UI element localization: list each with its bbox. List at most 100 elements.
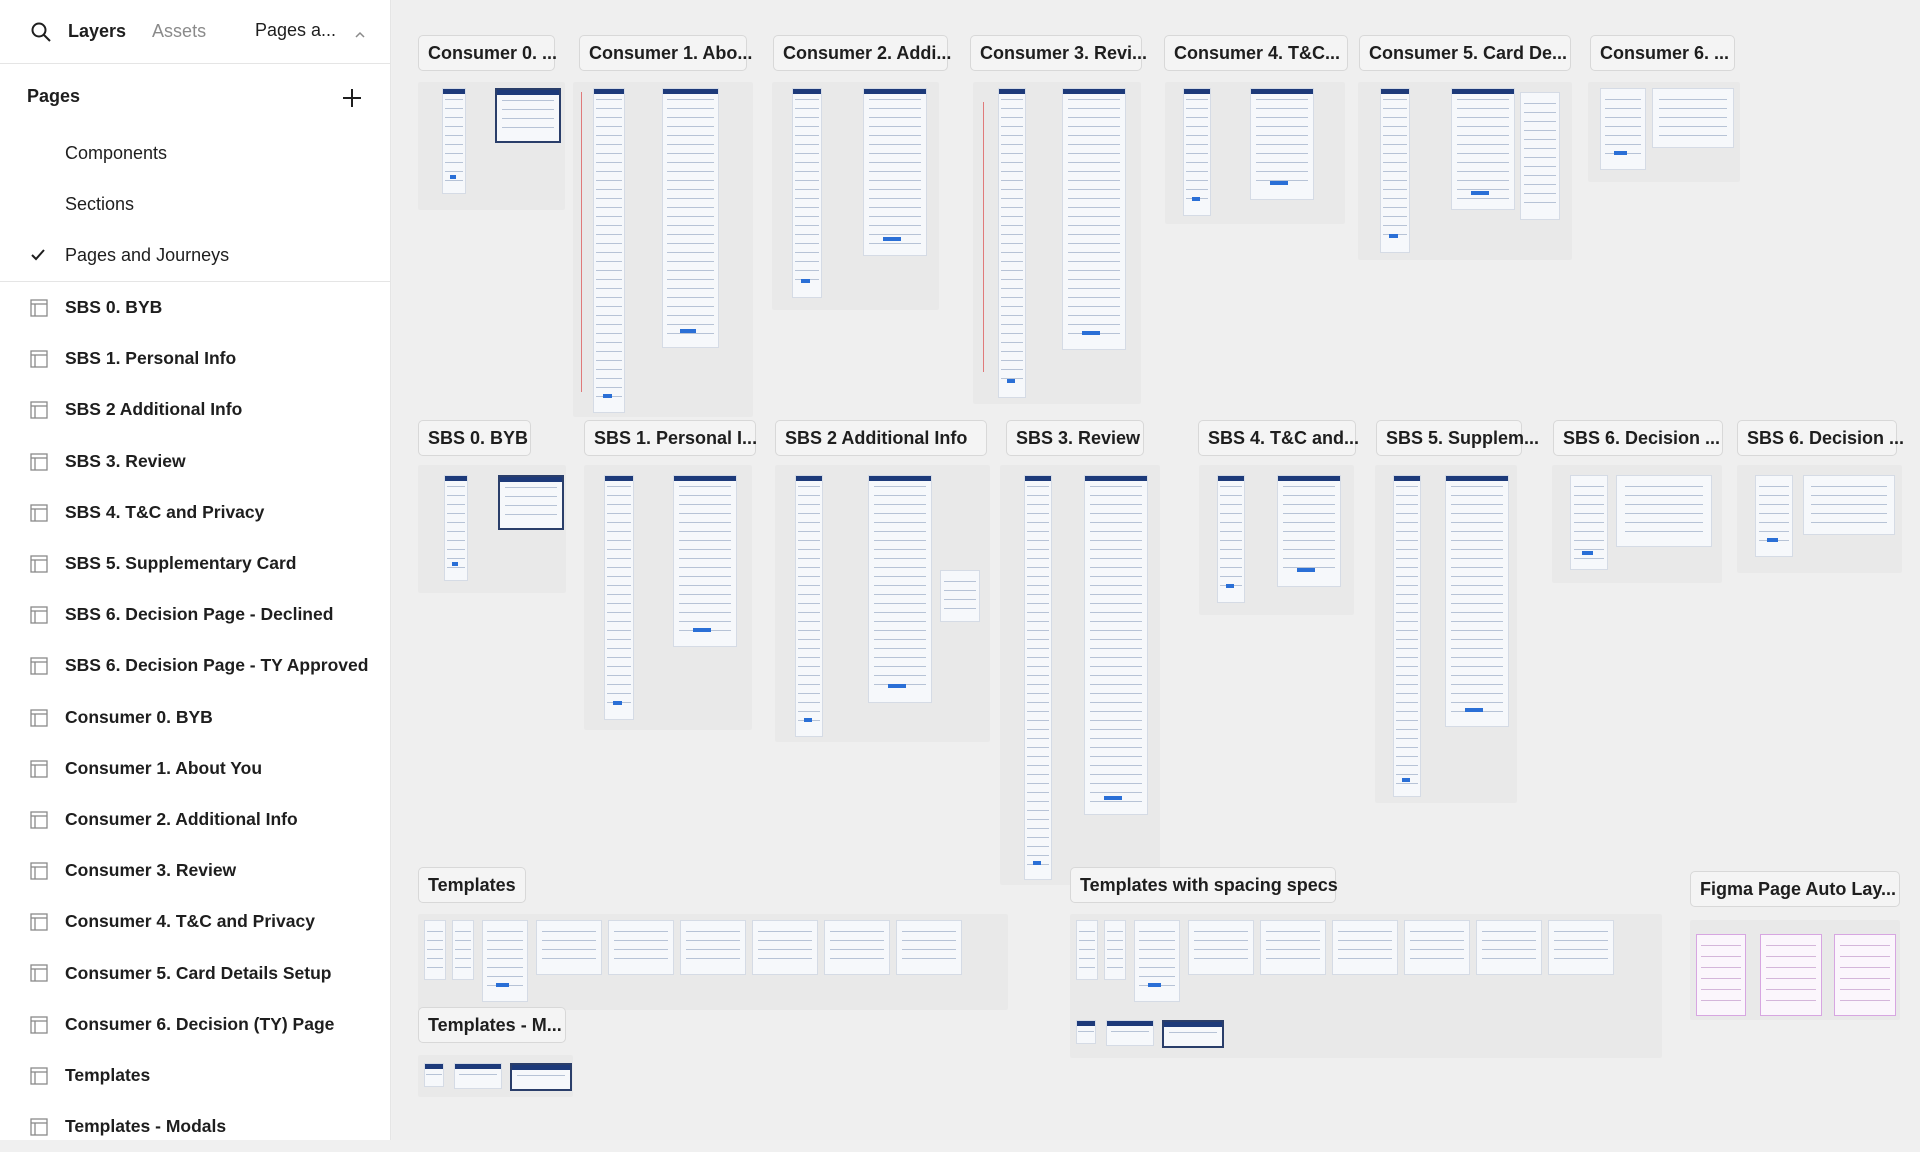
section-consumer-1[interactable]	[573, 82, 753, 417]
frame-thumbnail[interactable]	[608, 920, 674, 975]
page-item-sections[interactable]: Sections	[0, 179, 390, 230]
frame-thumbnail[interactable]	[1760, 934, 1822, 1016]
frame-thumbnail[interactable]	[1404, 920, 1470, 975]
section-figma-auto-layout[interactable]	[1690, 920, 1900, 1020]
layer-item[interactable]: Consumer 1. About You	[0, 743, 390, 794]
frame-thumbnail[interactable]	[1277, 475, 1341, 587]
frame-thumbnail[interactable]	[1106, 1020, 1154, 1046]
section-sbs-3[interactable]	[1000, 465, 1160, 885]
section-label[interactable]: Consumer 3. Revi...	[970, 35, 1147, 71]
frame-thumbnail[interactable]	[454, 1063, 502, 1089]
design-canvas[interactable]: Consumer 0. ... Consumer 1. Abo... Consu…	[392, 0, 1920, 1140]
frame-thumbnail[interactable]	[680, 920, 746, 975]
section-consumer-0[interactable]	[418, 82, 565, 210]
frame-thumbnail[interactable]	[1188, 920, 1254, 975]
page-item-components[interactable]: Components	[0, 128, 390, 179]
section-templates-spacing[interactable]	[1070, 914, 1662, 1058]
section-label[interactable]: Consumer 6. ...	[1590, 35, 1735, 71]
frame-thumbnail[interactable]	[1162, 1020, 1224, 1048]
frame-thumbnail[interactable]	[1217, 475, 1245, 603]
frame-thumbnail[interactable]	[1520, 92, 1560, 220]
frame-thumbnail[interactable]	[792, 88, 822, 298]
frame-thumbnail[interactable]	[1600, 88, 1646, 170]
section-label[interactable]: Templates	[418, 867, 526, 903]
frame-thumbnail[interactable]	[1548, 920, 1614, 975]
section-label[interactable]: Templates with spacing specs	[1070, 867, 1338, 903]
section-label[interactable]: SBS 0. BYB	[418, 420, 531, 456]
frame-thumbnail[interactable]	[1393, 475, 1421, 797]
layer-item[interactable]: Consumer 2. Additional Info	[0, 794, 390, 845]
layer-item[interactable]: Consumer 5. Card Details Setup	[0, 947, 390, 998]
frame-thumbnail[interactable]	[498, 475, 564, 530]
frame-thumbnail[interactable]	[752, 920, 818, 975]
frame-thumbnail[interactable]	[536, 920, 602, 975]
section-consumer-4[interactable]	[1165, 82, 1345, 224]
frame-thumbnail[interactable]	[1260, 920, 1326, 975]
section-label[interactable]: SBS 6. Decision ...	[1737, 420, 1904, 456]
frame-thumbnail[interactable]	[1755, 475, 1793, 557]
frame-thumbnail[interactable]	[1076, 920, 1098, 980]
frame-thumbnail[interactable]	[442, 88, 466, 194]
tab-layers[interactable]: Layers	[68, 21, 127, 41]
section-label[interactable]: Consumer 5. Card De...	[1359, 35, 1571, 71]
frame-thumbnail[interactable]	[1696, 934, 1746, 1016]
frame-thumbnail[interactable]	[998, 88, 1026, 398]
layer-item[interactable]: Templates - Modals	[0, 1101, 390, 1152]
section-templates-modals[interactable]	[418, 1055, 573, 1097]
section-sbs-0[interactable]	[418, 465, 566, 593]
frame-thumbnail[interactable]	[1476, 920, 1542, 975]
frame-thumbnail[interactable]	[1451, 88, 1515, 210]
frame-thumbnail[interactable]	[1803, 475, 1895, 535]
frame-thumbnail[interactable]	[495, 88, 561, 143]
section-label[interactable]: Templates - M...	[418, 1007, 566, 1043]
frame-thumbnail[interactable]	[482, 920, 528, 1002]
search-icon[interactable]	[30, 21, 52, 43]
section-sbs-6-declined[interactable]	[1552, 465, 1722, 583]
section-label[interactable]: Figma Page Auto Lay...	[1690, 871, 1900, 907]
frame-thumbnail[interactable]	[868, 475, 932, 703]
frame-thumbnail[interactable]	[1616, 475, 1712, 547]
frame-thumbnail[interactable]	[673, 475, 737, 647]
section-label[interactable]: SBS 2 Additional Info	[775, 420, 987, 456]
section-consumer-6[interactable]	[1588, 82, 1740, 182]
layer-item[interactable]: SBS 4. T&C and Privacy	[0, 487, 390, 538]
frame-thumbnail[interactable]	[1250, 88, 1314, 200]
frame-thumbnail[interactable]	[593, 88, 625, 413]
frame-thumbnail[interactable]	[1104, 920, 1126, 980]
layer-item[interactable]: SBS 6. Decision Page - TY Approved	[0, 640, 390, 691]
frame-thumbnail[interactable]	[1134, 920, 1180, 1002]
layer-item[interactable]: SBS 1. Personal Info	[0, 333, 390, 384]
frame-thumbnail[interactable]	[1076, 1020, 1096, 1044]
frame-thumbnail[interactable]	[824, 920, 890, 975]
section-label[interactable]: SBS 3. Review	[1006, 420, 1144, 456]
layer-item[interactable]: SBS 0. BYB	[0, 282, 390, 333]
frame-thumbnail[interactable]	[940, 570, 980, 622]
frame-thumbnail[interactable]	[662, 88, 719, 348]
frame-thumbnail[interactable]	[1183, 88, 1211, 216]
frame-thumbnail[interactable]	[604, 475, 634, 720]
layer-item[interactable]: SBS 5. Supplementary Card	[0, 538, 390, 589]
frame-thumbnail[interactable]	[1445, 475, 1509, 727]
frame-thumbnail[interactable]	[1084, 475, 1148, 815]
frame-thumbnail[interactable]	[896, 920, 962, 975]
page-item-pages-and-journeys[interactable]: Pages and Journeys	[0, 230, 390, 281]
frame-thumbnail[interactable]	[424, 920, 446, 980]
section-label[interactable]: SBS 1. Personal I...	[584, 420, 757, 456]
frame-thumbnail[interactable]	[1834, 934, 1896, 1016]
frame-thumbnail[interactable]	[1570, 475, 1608, 570]
frame-thumbnail[interactable]	[452, 920, 474, 980]
section-consumer-2[interactable]	[772, 82, 939, 310]
frame-thumbnail[interactable]	[1652, 88, 1734, 148]
section-sbs-1[interactable]	[584, 465, 752, 730]
add-page-icon[interactable]	[340, 86, 364, 110]
section-label[interactable]: Consumer 2. Addi...	[773, 35, 951, 71]
section-consumer-5[interactable]	[1358, 82, 1572, 260]
frame-thumbnail[interactable]	[510, 1063, 572, 1091]
section-label[interactable]: SBS 5. Supplem...	[1376, 420, 1539, 456]
frame-thumbnail[interactable]	[1380, 88, 1410, 253]
section-consumer-3[interactable]	[973, 82, 1141, 404]
frame-thumbnail[interactable]	[795, 475, 823, 737]
layer-item[interactable]: Templates	[0, 1050, 390, 1101]
frame-thumbnail[interactable]	[863, 88, 927, 256]
layer-item[interactable]: SBS 3. Review	[0, 436, 390, 487]
